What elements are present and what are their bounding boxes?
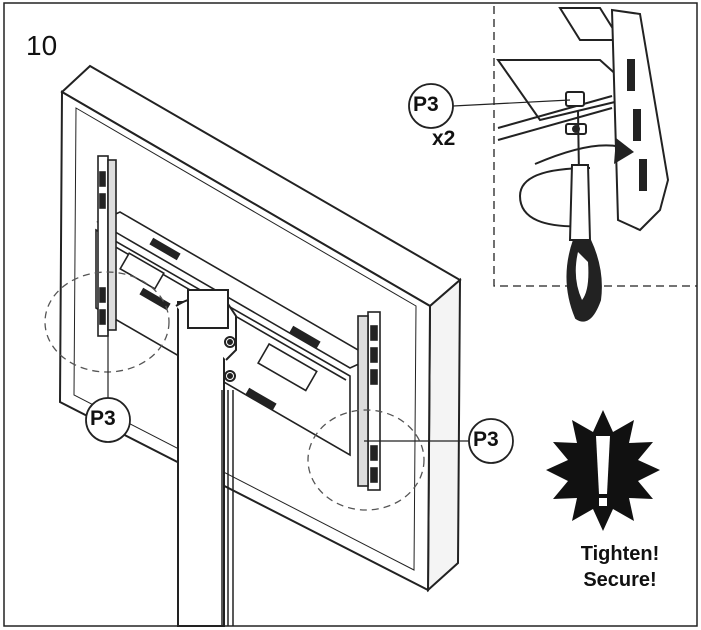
callout-detail-part-label: P3 xyxy=(413,93,439,116)
detail-inset xyxy=(493,6,697,322)
page-frame xyxy=(3,2,698,627)
warning-text-tighten: Tighten! xyxy=(580,543,660,565)
leader-line-detail xyxy=(452,99,571,107)
step-number: 10 xyxy=(26,30,58,61)
exclamation-burst-icon xyxy=(546,410,660,531)
highlight-circle-right xyxy=(307,409,425,511)
stand-pole xyxy=(175,289,237,627)
callout-circle-right xyxy=(468,418,514,464)
callout-left-part-label: P3 xyxy=(90,407,116,430)
screwdriver xyxy=(566,109,602,322)
left-rail xyxy=(97,155,117,337)
callout-detail-quantity: x2 xyxy=(432,127,456,150)
warning-text-secure: Secure! xyxy=(583,569,657,591)
right-rail xyxy=(357,311,381,491)
highlight-circle-left xyxy=(44,271,170,373)
callout-right-part-label: P3 xyxy=(473,428,499,451)
callout-circle-left xyxy=(85,397,131,443)
callout-circle-detail xyxy=(408,83,454,129)
